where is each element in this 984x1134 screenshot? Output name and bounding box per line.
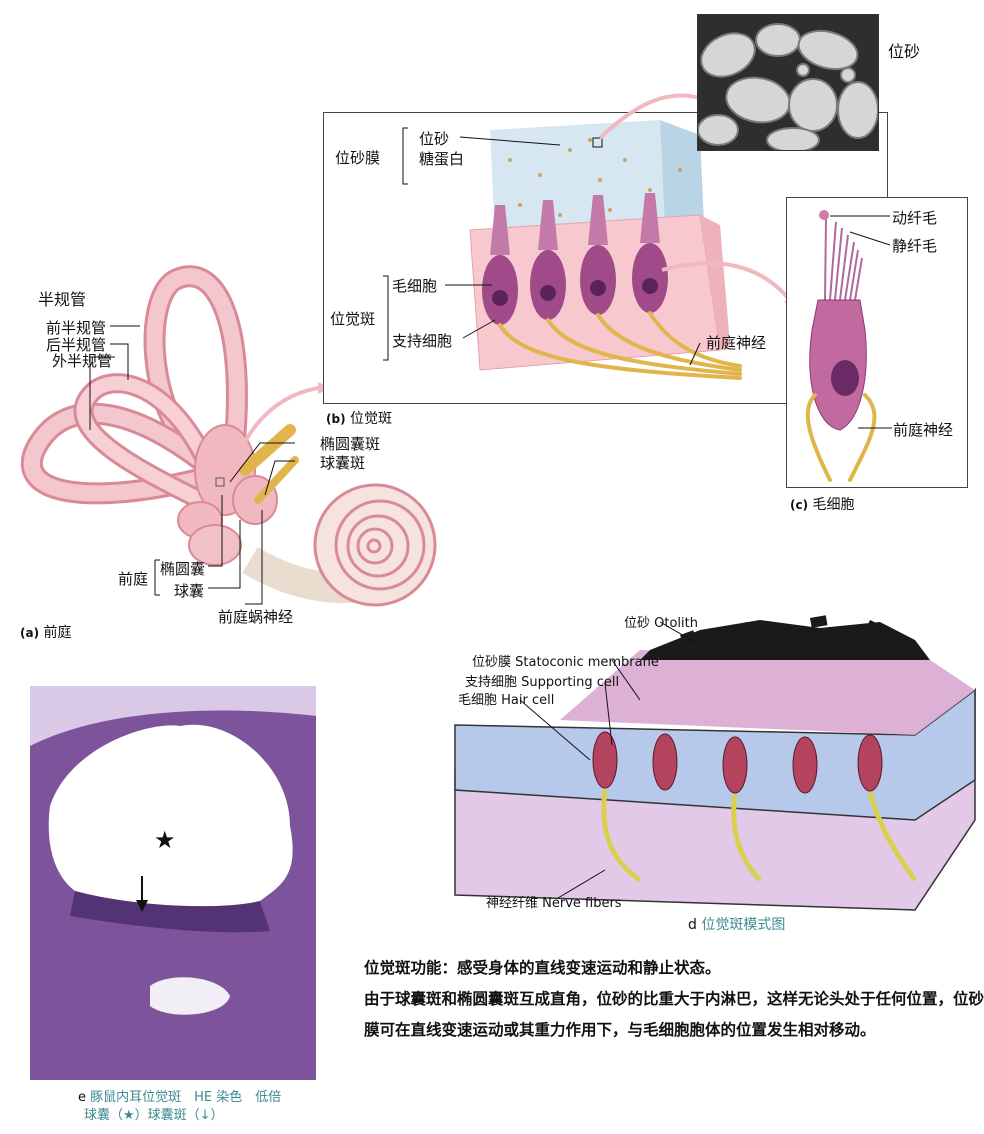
panel-a-caption: (a) 前庭 (20, 622, 72, 642)
panel-e-caption-line1: e 豚鼠内耳位觉斑 HE 染色 低倍 (78, 1086, 281, 1105)
otolithic-membrane-label: 位砂膜 (335, 149, 381, 167)
supporting-cell-label: 支持细胞 (392, 332, 453, 350)
kinocilium-label: 动纤毛 (892, 209, 938, 227)
panel-e-caption-line2: 球囊（★）球囊斑（↓） (84, 1108, 224, 1123)
saccular-macula-arrow (136, 876, 148, 912)
panel-e-title: 豚鼠内耳位觉斑 HE 染色 低倍 (90, 1090, 282, 1105)
function-text: 位觉斑功能：感受身体的直线变速运动和静止状态。 (364, 959, 721, 977)
semicircular-canal-title: 半规管 (38, 290, 87, 309)
panel-b-title: 位觉斑 (350, 411, 393, 427)
otoconia-sem-image (697, 14, 879, 151)
macula-label: 位觉斑 (330, 310, 376, 328)
sem-otoconia-label: 位砂 (888, 42, 921, 61)
otoconia-label: 位砂 (419, 130, 450, 148)
vestibular-nerve-c-label: 前庭神经 (893, 421, 954, 439)
panel-d-letter: d (688, 917, 697, 933)
supporting-cell-d-label: 支持细胞 Supporting cell (465, 675, 620, 690)
utricle-label: 椭圆囊 (160, 560, 206, 578)
panel-b-caption: (b) 位觉斑 (326, 408, 392, 428)
vestibular-nerve-b-label: 前庭神经 (706, 334, 767, 352)
saccule-label: 球囊 (174, 582, 205, 600)
vestibule-label: 前庭 (118, 570, 149, 588)
panel-a-letter: (a) (20, 626, 40, 640)
hair-cell-label: 毛细胞 (392, 277, 438, 295)
utricular-macula-label: 椭圆囊斑 (320, 435, 381, 453)
panel-d-caption: d 位觉斑模式图 (688, 914, 785, 934)
hair-cell-d-label: 毛细胞 Hair cell (458, 693, 555, 708)
glycoprotein-label: 糖蛋白 (419, 150, 465, 168)
otolith-d-label: 位砂 Otolith (624, 616, 698, 631)
panel-b-letter: (b) (326, 412, 346, 426)
explanation-text: 由于球囊斑和椭圆囊斑互成直角，位砂的比重大于内淋巴，这样无论头处于任何位置，位砂… (364, 990, 984, 1039)
nerve-fibers-d-label: 神经纤维 Nerve fibers (486, 896, 622, 911)
panel-d-title: 位觉斑模式图 (701, 917, 786, 933)
panel-c-caption: (c) 毛细胞 (790, 494, 855, 514)
panel-e-letter: e (78, 1090, 86, 1105)
saccule-star: ★ (154, 826, 176, 854)
he-micrograph-image: ★ (30, 686, 316, 1080)
vestibulocochlear-nerve-label: 前庭蜗神经 (218, 608, 294, 626)
posterior-canal-label: 后半规管 (46, 336, 107, 354)
anterior-canal-label: 前半规管 (46, 319, 107, 337)
panel-c-title: 毛细胞 (812, 497, 855, 513)
saccular-macula-label: 球囊斑 (320, 454, 366, 472)
panel-c-letter: (c) (790, 498, 809, 512)
lateral-canal-label: 外半规管 (52, 352, 113, 370)
statoconic-membrane-d-label: 位砂膜 Statoconic membrane (472, 655, 659, 670)
stereocilia-label: 静纤毛 (892, 237, 938, 255)
panel-a-title: 前庭 (43, 625, 72, 641)
